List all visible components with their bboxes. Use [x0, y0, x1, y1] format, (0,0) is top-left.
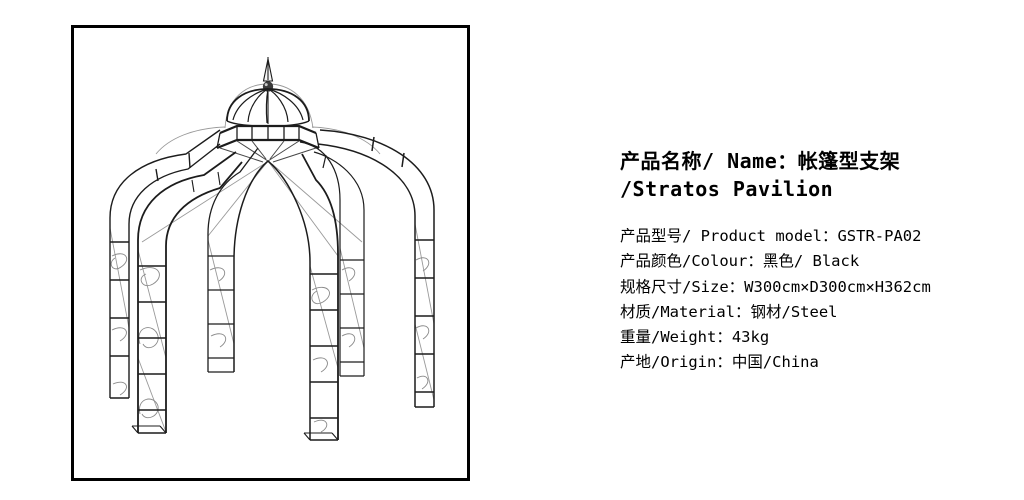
leg-far-right [317, 129, 435, 408]
spec-line-colour: 产品颜色/Colour：黑色/ Black [620, 252, 860, 271]
product-title-line2: /Stratos Pavilion [620, 177, 834, 201]
spec-line-size: 规格尺寸/Size：W300cm×D300cm×H362cm [620, 277, 931, 296]
spec-line-material: 材质/Material：钢材/Steel [620, 302, 838, 321]
crown-braces [219, 140, 317, 163]
spec-list: 产品型号/ Product model：GSTR-PA02 产品颜色/Colou… [620, 224, 1016, 376]
product-title: 产品名称/ Name：帐篷型支架 /Stratos Pavilion [620, 147, 1016, 203]
leg-back-left [109, 129, 221, 399]
leg-front-left [131, 151, 243, 434]
spec-line-origin: 产地/Origin：中国/China [620, 353, 819, 372]
product-image-box [71, 25, 470, 481]
crown-ring [216, 124, 320, 150]
leg-back-right [299, 141, 365, 377]
spec-line-weight: 重量/Weight：43kg [620, 328, 770, 347]
product-info: 产品名称/ Name：帐篷型支架 /Stratos Pavilion 产品型号/… [620, 147, 1016, 376]
crown-posts [216, 126, 320, 149]
pavilion-wireframe-drawing [109, 57, 435, 441]
leg-back-center-left [207, 147, 259, 373]
scroll-decorations [110, 253, 430, 433]
background-light-lines [109, 83, 435, 433]
dome-ribs [232, 88, 304, 124]
leg-front-right [301, 153, 339, 441]
product-title-line1: 产品名称/ Name：帐篷型支架 [620, 149, 901, 173]
spec-line-model: 产品型号/ Product model：GSTR-PA02 [620, 227, 922, 245]
central-arch [233, 160, 311, 440]
